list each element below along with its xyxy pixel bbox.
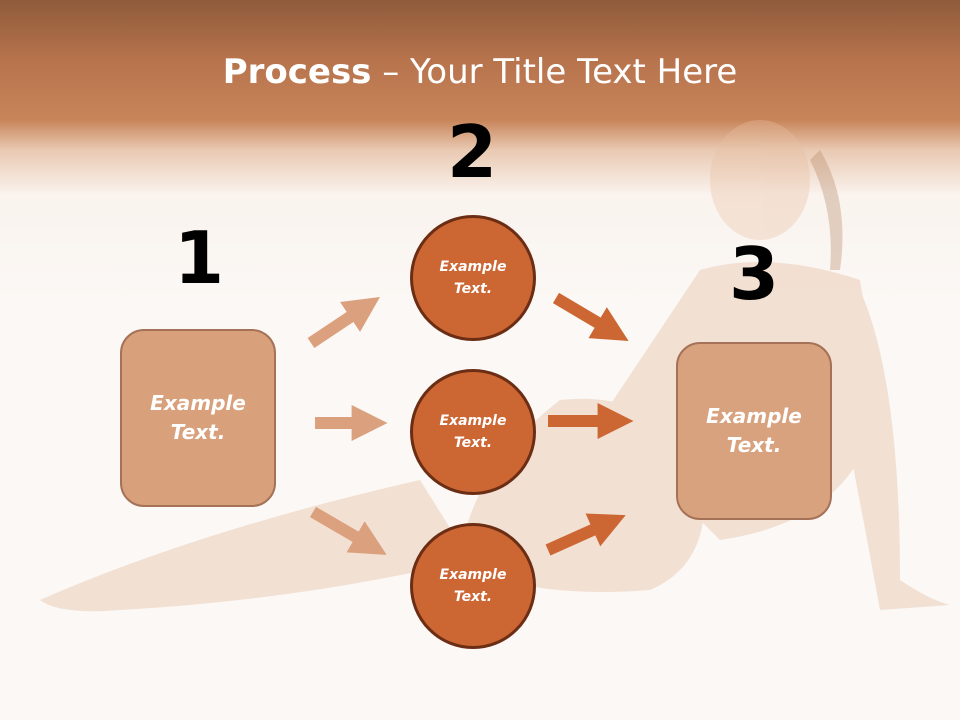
slide-title: Process – Your Title Text Here [222,52,738,92]
arrow-1-to-top [307,297,380,348]
arrow-1-to-bottom [309,506,387,555]
arrow-top-to-3 [552,292,629,342]
step-number-3: 3 [728,232,780,316]
arrow-bottom-to-3 [545,513,626,556]
step-number-1: 1 [173,216,225,300]
step-number-2: 2 [446,110,498,194]
